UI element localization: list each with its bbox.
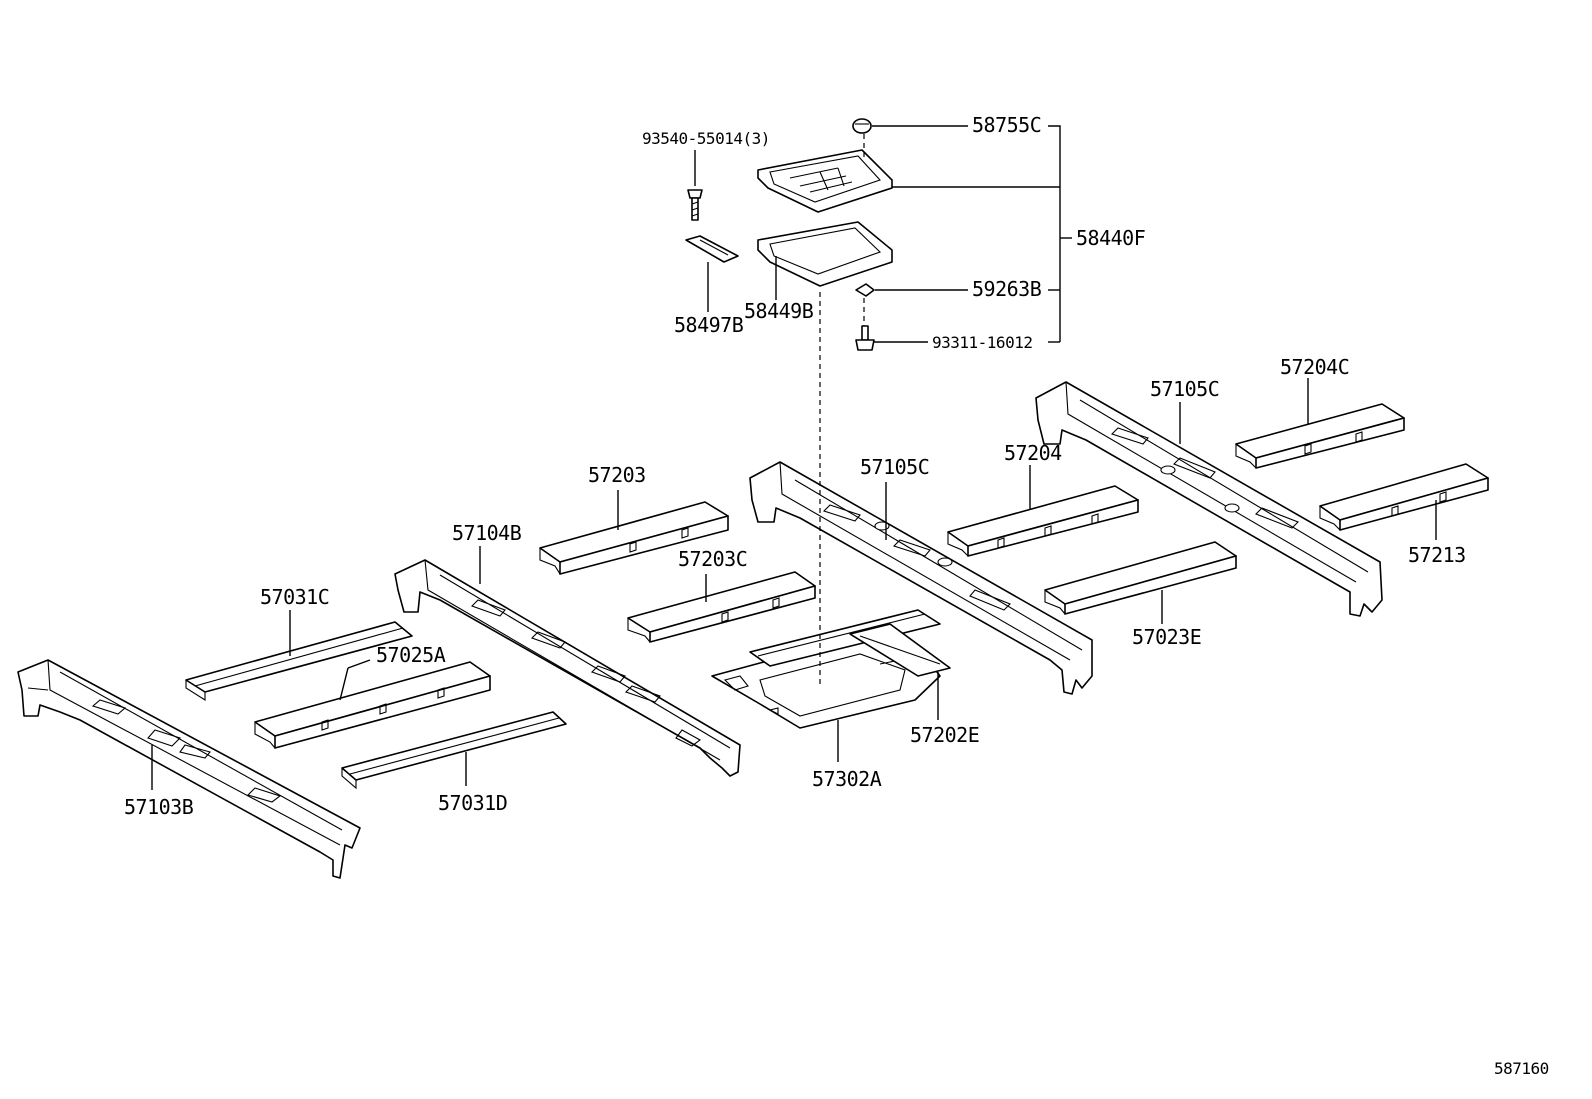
label-57204: 57204 [1004, 441, 1062, 465]
label-57105c-mid: 57105C [860, 455, 929, 479]
crossmember-57213[interactable] [1319, 463, 1489, 531]
label-93311-16012: 93311-16012 [932, 333, 1032, 352]
label-59263b: 59263B [972, 277, 1042, 301]
crossmember-57105c-mid[interactable] [749, 461, 1093, 695]
label-57105c-rear: 57105C [1150, 377, 1219, 401]
clip-59263b[interactable] [855, 283, 875, 297]
reinforcement-57031d[interactable] [341, 711, 567, 790]
label-58497b: 58497B [674, 313, 744, 337]
label-57302a: 57302A [812, 767, 882, 791]
label-57031d: 57031D [438, 791, 507, 815]
bracket-58497b[interactable] [685, 235, 739, 263]
label-57203c: 57203C [678, 547, 747, 571]
leader-lines [151, 125, 1437, 790]
label-57104b: 57104B [452, 521, 522, 545]
label-57202e: 57202E [910, 723, 979, 747]
label-57213: 57213 [1408, 543, 1466, 567]
screw-93540-55014[interactable] [687, 189, 703, 221]
reinforcement-57202e[interactable] [749, 609, 951, 677]
gasket-58449b[interactable] [757, 221, 893, 287]
figure-id: 587160 [1494, 1059, 1549, 1078]
crossmember-57103b[interactable] [17, 659, 361, 879]
crossmember-57203[interactable] [539, 501, 729, 575]
crossmember-57203c[interactable] [627, 571, 816, 643]
label-57023e: 57023E [1132, 625, 1201, 649]
hole-cover-58440f[interactable] [757, 149, 893, 213]
crossmember-57105c-rear[interactable] [1035, 381, 1383, 617]
reinforcement-57031c[interactable] [185, 621, 413, 701]
crossmember-57204[interactable] [947, 485, 1139, 557]
crossmember-57104b[interactable] [394, 559, 741, 777]
crossmember-57204c[interactable] [1235, 403, 1405, 469]
label-57203: 57203 [588, 463, 646, 487]
crossmember-57023e[interactable] [1044, 541, 1237, 615]
crossmember-57025a[interactable] [254, 661, 491, 749]
label-58755c: 58755C [972, 113, 1041, 137]
label-57204c: 57204C [1280, 355, 1349, 379]
bolt-93311-16012[interactable] [855, 325, 875, 351]
label-57031c: 57031C [260, 585, 329, 609]
plug-58755c[interactable] [852, 118, 872, 134]
label-58440f: 58440F [1076, 226, 1145, 250]
label-93540-55014: 93540-55014(3) [642, 129, 770, 148]
label-58449b: 58449B [744, 299, 814, 323]
label-57025a: 57025A [376, 643, 446, 667]
label-57103b: 57103B [124, 795, 194, 819]
